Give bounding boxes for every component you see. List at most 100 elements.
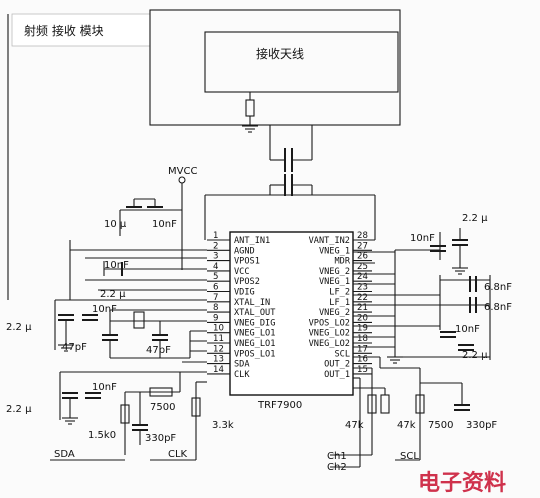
chip-pin-name: OUT_2 <box>324 360 350 370</box>
chip-pin-name: AGND <box>234 246 255 256</box>
chip-pin-number: 3 <box>213 252 218 262</box>
chip-pin-name: VPOS1 <box>234 257 260 267</box>
chip-pin-name: ANT_IN1 <box>234 236 270 246</box>
chip-pin-number: 19 <box>357 324 368 334</box>
scl-label: SCL <box>400 451 419 462</box>
chip-pin-name: VANT_IN2 <box>309 236 350 246</box>
chip-pin-number: 22 <box>357 293 368 303</box>
chip-pin-number: 20 <box>357 313 368 323</box>
chip-pin-number: 17 <box>357 344 368 354</box>
chip-pin-number: 1 <box>213 231 218 241</box>
r-7500-left-label: 7500 <box>150 402 175 413</box>
chip-pin-number: 10 <box>213 324 224 334</box>
chip-pin-number: 28 <box>357 231 368 241</box>
resistor-7500 <box>149 387 173 397</box>
chip-pin-name: VNEG_LO2 <box>309 339 350 349</box>
r-1k5-label: 1.5k0 <box>88 430 116 441</box>
chip-pin-number: 9 <box>213 313 218 323</box>
c-10nf-vpos1-label: 10nF <box>104 260 129 271</box>
mvcc-label: MVCC <box>168 166 197 177</box>
chip-pin-number: 5 <box>213 272 218 282</box>
watermark: 电子资料 <box>418 470 506 496</box>
chip-pin-name: XTAL_IN <box>234 298 270 308</box>
chip-pin-number: 2 <box>213 241 218 251</box>
ic-trf7900 <box>229 231 354 396</box>
chip-pin-number: 24 <box>357 272 368 282</box>
c-2u2-sda-label: 2.2 μ <box>6 404 32 415</box>
chip-pin-number: 27 <box>357 241 368 251</box>
r-47k-b-label: 47k <box>397 420 416 431</box>
c-330pf-left-label: 330pF <box>145 433 176 444</box>
chip-pin-name: VPOS_LO2 <box>309 318 350 328</box>
c-10u-label: 10 μ <box>104 219 127 230</box>
r-3k3-label: 3.3k <box>212 420 234 431</box>
chip-pin-name: OUT_1 <box>324 370 350 380</box>
chip-pin-name: VNEG_LO1 <box>234 339 275 349</box>
chip-pin-number: 18 <box>357 334 368 344</box>
antenna-outer-box <box>149 9 401 126</box>
crystal <box>133 311 145 329</box>
chip-pin-name: VNEG_DIG <box>234 318 275 328</box>
resistor-1k5 <box>120 404 130 424</box>
c-2u2-right2-label: 2.2 μ <box>462 350 488 361</box>
chip-pin-name: MDR <box>334 257 350 267</box>
chip-pin-name: CLK <box>234 370 250 380</box>
chip-pin-name: XTAL_OUT <box>234 308 275 318</box>
chip-pin-number: 16 <box>357 355 368 365</box>
r-47k-a-label: 47k <box>345 420 364 431</box>
r-7500-right-label: 7500 <box>428 420 453 431</box>
resistor-3k3 <box>191 397 201 417</box>
chip-pin-name: VNEG_1 <box>319 277 350 287</box>
resistor-47k-b <box>380 394 390 414</box>
c-10nf-top-label: 10nF <box>152 219 177 230</box>
ch2-label: Ch2 <box>327 462 347 473</box>
chip-pin-name: LF_2 <box>329 288 350 298</box>
c-47pf-a-label: 47pF <box>62 342 87 353</box>
chip-pin-number: 14 <box>213 365 224 375</box>
chip-pin-number: 7 <box>213 293 218 303</box>
chip-pin-name: LF_1 <box>329 298 350 308</box>
chip-pin-number: 13 <box>213 355 224 365</box>
chip-pin-number: 21 <box>357 303 368 313</box>
chip-pin-number: 26 <box>357 252 368 262</box>
chip-pin-number: 15 <box>357 365 368 375</box>
chip-pin-number: 11 <box>213 334 224 344</box>
c-330pf-right-label: 330pF <box>466 420 497 431</box>
clk-label: CLK <box>168 449 188 460</box>
c-6n8-b-label: 6.8nF <box>484 302 512 313</box>
chip-pin-name: VNEG_LO2 <box>309 329 350 339</box>
chip-pin-name: VNEG_2 <box>319 308 350 318</box>
c-10nf-right-label: 10nF <box>410 233 435 244</box>
c-2u2-vdig-label: 2.2 μ <box>6 322 32 333</box>
chip-pin-name: VDIG <box>234 288 255 298</box>
c-10nf-sda-label: 10nF <box>92 382 117 393</box>
antenna-resistor <box>245 99 255 117</box>
mvcc-terminal <box>178 176 186 184</box>
c-2u2-right-label: 2.2 μ <box>462 213 488 224</box>
c-10nf-vdig-label: 10nF <box>92 304 117 315</box>
c-10nf-right2-label: 10nF <box>455 324 480 335</box>
right-pin-group: 28VANT_IN227VNEG_126MDR25VNEG_224VNEG_12… <box>309 231 372 380</box>
chip-pin-name: VPOS2 <box>234 277 260 287</box>
sda-label: SDA <box>54 449 75 460</box>
module-title: 射频 接收 模块 <box>24 23 104 38</box>
chip-pin-number: 6 <box>213 283 218 293</box>
chip-pin-number: 4 <box>213 262 218 272</box>
chip-pin-name: VNEG_1 <box>319 246 350 256</box>
resistor-47k-a <box>367 394 377 414</box>
antenna-box <box>204 31 399 93</box>
chip-name: TRF7900 <box>257 400 302 411</box>
c-47pf-b-label: 47pF <box>146 345 171 356</box>
chip-pin-number: 25 <box>357 262 368 272</box>
chip-pin-number: 12 <box>213 344 224 354</box>
resistor-7500-right <box>415 394 425 414</box>
chip-pin-name: VNEG_LO1 <box>234 329 275 339</box>
ch1-label: Ch1 <box>327 451 347 462</box>
chip-pin-name: VNEG_2 <box>319 267 350 277</box>
chip-pin-name: SDA <box>234 360 250 370</box>
chip-pin-name: VPOS_LO1 <box>234 349 275 359</box>
c-2u2-vpos2-label: 2.2 μ <box>100 289 126 300</box>
